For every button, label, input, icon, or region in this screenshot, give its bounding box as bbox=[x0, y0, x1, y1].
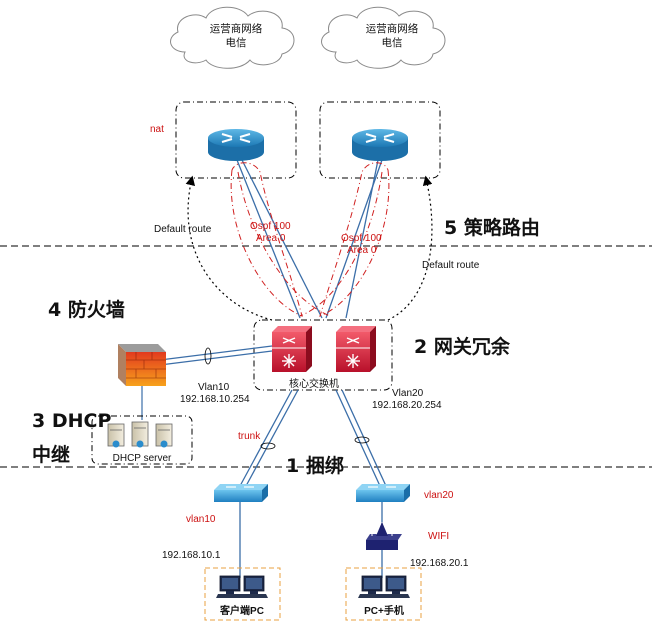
router-right bbox=[352, 129, 408, 161]
router-right-group-box bbox=[319, 101, 441, 179]
ospf-right-label: Ospf 100 bbox=[341, 233, 382, 244]
cloud-sub-label: 电信 bbox=[382, 36, 403, 49]
isp-cloud-left: 运营商网络 电信 bbox=[170, 6, 295, 69]
link-core-router-left-a bbox=[236, 159, 301, 319]
router-left-group-box bbox=[175, 101, 297, 179]
wifi-label: WIFI bbox=[428, 531, 449, 542]
vlan20-gateway-ip: 192.168.20.254 bbox=[372, 400, 442, 411]
link-trunk-left-a bbox=[239, 389, 293, 487]
pc-icon bbox=[240, 575, 268, 598]
callout-bonding: 1 捆绑 bbox=[286, 454, 344, 477]
router-left bbox=[208, 129, 264, 161]
vlan20-gateway-label: Vlan20 bbox=[392, 388, 424, 399]
firewall-icon bbox=[118, 344, 166, 386]
ospf-left-area-2 bbox=[237, 171, 331, 317]
vlan20-label: vlan20 bbox=[424, 490, 454, 501]
cloud-label: 运营商网络 bbox=[366, 22, 419, 35]
vlan10-gateway-label: Vlan10 bbox=[198, 382, 230, 393]
client-pc-label: 客户端PC bbox=[219, 604, 264, 617]
pc-phone-label: PC+手机 bbox=[364, 604, 404, 617]
default-route-left-label: Default route bbox=[154, 224, 212, 235]
client-pc-group-box bbox=[204, 567, 281, 621]
default-route-left-arrow bbox=[185, 175, 273, 321]
callout-relay: 中继 bbox=[32, 443, 70, 466]
ospf-right-area-2 bbox=[299, 171, 383, 317]
vlan10-label: vlan10 bbox=[186, 514, 216, 525]
link-trunk-right-b bbox=[341, 389, 387, 487]
callout-firewall: 4 防火墙 bbox=[48, 298, 125, 321]
core-switch-2 bbox=[336, 326, 376, 372]
access-switch-left bbox=[214, 484, 268, 502]
pc-phone-group-box bbox=[345, 567, 422, 621]
isp-cloud-right: 运营商网络 电信 bbox=[321, 6, 446, 69]
link-bundle-marker bbox=[204, 347, 212, 365]
nat-label: nat bbox=[150, 124, 164, 135]
pc-icon bbox=[382, 575, 410, 598]
server-icon bbox=[107, 423, 125, 448]
wifi-ap-icon bbox=[366, 522, 402, 550]
core-switch-1 bbox=[272, 326, 312, 372]
link-firewall-core-b bbox=[159, 350, 273, 366]
vlan10-gateway-ip: 192.168.10.254 bbox=[180, 394, 250, 405]
link-bundle-marker bbox=[354, 436, 370, 444]
ospf-left-label: Ospf 100 bbox=[250, 221, 291, 232]
core-switch-label: 核心交换机 bbox=[289, 377, 339, 390]
dhcp-server-group-box bbox=[91, 415, 193, 465]
ospf-right-area-label: Area 0 bbox=[347, 245, 377, 256]
link-core-router-left-b bbox=[241, 159, 323, 319]
ospf-right-area-1 bbox=[319, 162, 390, 317]
server-icon bbox=[155, 423, 173, 448]
cloud-sub-label: 电信 bbox=[226, 36, 247, 49]
pc-icon bbox=[358, 575, 386, 598]
ospf-left-area-label: Area 0 bbox=[256, 233, 286, 244]
link-firewall-core-a bbox=[159, 345, 273, 361]
server-icon bbox=[131, 421, 149, 448]
access-switch-right bbox=[356, 484, 410, 502]
dhcp-server-label: DHCP server bbox=[113, 453, 172, 464]
vlan20-host-ip: 192.168.20.1 bbox=[410, 558, 469, 569]
link-trunk-left-b bbox=[245, 389, 299, 487]
cloud-label: 运营商网络 bbox=[210, 22, 263, 35]
link-bundle-marker bbox=[260, 442, 276, 450]
default-route-right-arrow bbox=[387, 175, 433, 321]
core-switch-group-box bbox=[253, 319, 393, 391]
ospf-left-area-1 bbox=[230, 162, 303, 317]
trunk-label: trunk bbox=[238, 431, 261, 442]
link-trunk-right-a bbox=[335, 389, 381, 487]
pc-icon bbox=[216, 575, 244, 598]
callout-gateway-redundancy: 2 网关冗余 bbox=[414, 335, 511, 358]
callout-policy-routing: 5 策略路由 bbox=[444, 216, 540, 239]
callout-dhcp: 3 DHCP bbox=[32, 410, 111, 432]
default-route-right-label: Default route bbox=[422, 260, 480, 271]
vlan10-host-ip: 192.168.10.1 bbox=[162, 550, 221, 561]
